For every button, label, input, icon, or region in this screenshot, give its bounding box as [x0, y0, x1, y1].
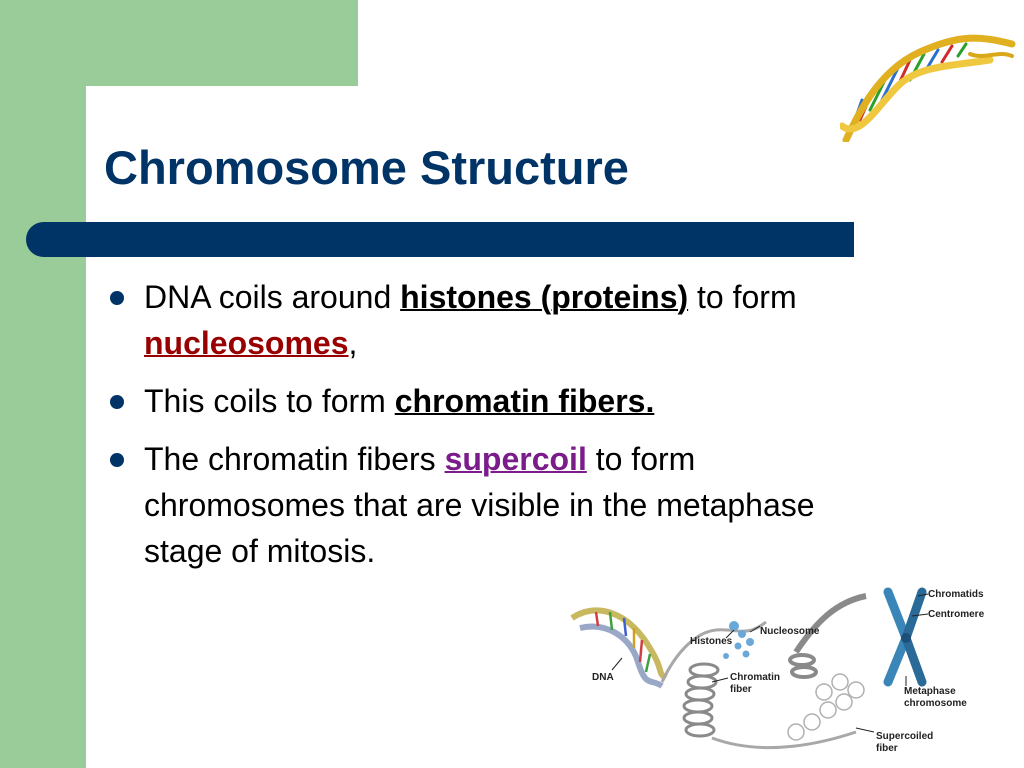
slide-title: Chromosome Structure — [104, 141, 629, 194]
label-dna: DNA — [592, 672, 614, 683]
label-supercoiled-2: fiber — [876, 743, 898, 754]
green-side-strip — [0, 0, 86, 768]
dna-helix-icon — [840, 34, 1016, 142]
bullet-text: DNA coils around — [144, 279, 401, 315]
label-chromatin-fiber-2: fiber — [730, 684, 752, 695]
bullet-text: , — [348, 325, 358, 361]
bullet-dot-icon — [110, 395, 124, 409]
green-top-block — [0, 0, 358, 86]
content-panel — [86, 86, 1024, 768]
supercoil-term: supercoil — [444, 441, 587, 477]
label-chromatin-fiber-1: Chromatin — [730, 672, 780, 683]
bullet-text: This coils to form — [144, 383, 395, 419]
chromatin-fibers-term: chromatin fibers. — [394, 383, 655, 419]
bullet-item: The chromatin fibers supercoil to form c… — [104, 436, 844, 574]
dna-helix-figure — [570, 607, 668, 689]
bullet-item: This coils to form chromatin fibers. — [104, 378, 844, 424]
bullet-text: The chromatin fibers — [144, 441, 445, 477]
bullet-dot-icon — [110, 453, 124, 467]
bullet-text: to form — [688, 279, 797, 315]
bullet-dot-icon — [110, 291, 124, 305]
nucleosome-beads — [723, 621, 754, 659]
label-centromere: Centromere — [928, 609, 985, 620]
label-metaphase-1: Metaphase — [904, 686, 956, 697]
chromosome-structure-diagram: DNA Histones Nucleosome Chromatin fiber … — [570, 587, 985, 754]
title-divider-bar — [26, 222, 854, 257]
nucleosomes-term: nucleosomes — [144, 325, 349, 361]
label-supercoiled-1: Supercoiled — [876, 731, 933, 742]
label-histones: Histones — [690, 636, 733, 647]
bullet-list: DNA coils around histones (proteins) to … — [104, 274, 844, 586]
histones-term: histones (proteins) — [400, 279, 689, 315]
supercoiled-loops — [787, 673, 865, 741]
bullet-text: to form chromosomes that are visible in … — [144, 441, 815, 569]
label-metaphase-2: chromosome — [904, 698, 967, 709]
bullet-item: DNA coils around histones (proteins) to … — [104, 274, 844, 366]
metaphase-chromosome-figure — [883, 587, 927, 687]
label-chromatids: Chromatids — [928, 589, 984, 600]
chromatin-coil — [682, 662, 720, 738]
label-nucleosome: Nucleosome — [760, 626, 820, 637]
